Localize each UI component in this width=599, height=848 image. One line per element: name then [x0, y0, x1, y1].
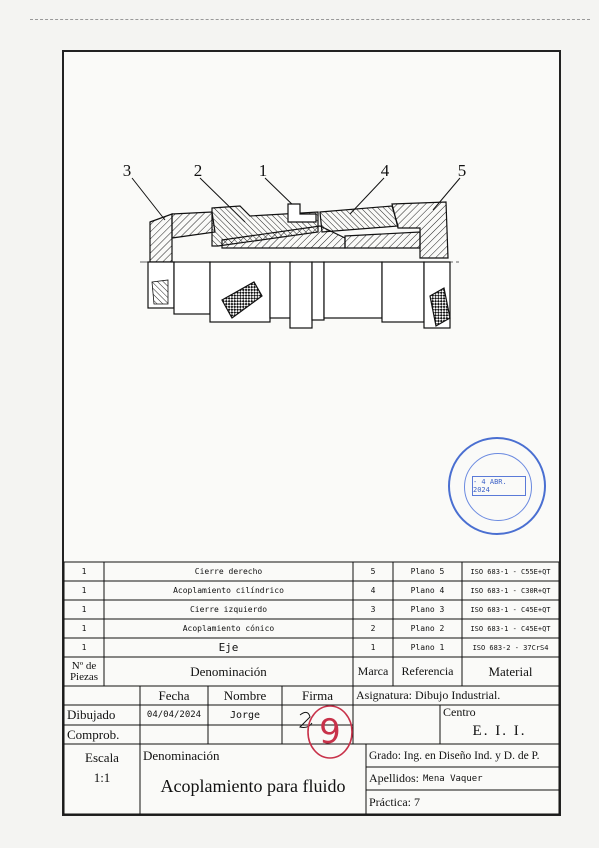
part-ref: Plano 4 [410, 586, 445, 595]
part-material: ISO 683-1 - C45E+QT [470, 624, 551, 633]
part-material: ISO 683-1 - C30R+QT [470, 586, 551, 595]
dibujado-fecha: 04/04/2024 [146, 710, 202, 720]
centro-value: E. I. I. [472, 722, 527, 739]
university-stamp: - 4 ABR. 2024 [448, 437, 546, 535]
section-view [149, 201, 449, 263]
escala-value: 1:1 [93, 770, 111, 785]
part-material: ISO 683-2 - 37CrS4 [472, 643, 549, 652]
part-ref: Plano 5 [410, 567, 445, 576]
exterior-view [147, 261, 451, 329]
apellidos-value: Mena Vaquer [423, 773, 483, 784]
signature [299, 711, 313, 728]
asignatura: Asignatura: Dibujo Industrial. [356, 688, 501, 702]
part-qty: 1 [81, 624, 87, 633]
dibujado-nombre: Jorge [229, 709, 261, 721]
header-material: Material [488, 663, 533, 679]
title-block-grid [63, 561, 560, 815]
comprob-label: Comprob. [67, 726, 120, 742]
denominacion-value: Acoplamiento para fluido [160, 775, 346, 796]
stamp-date: - 4 ABR. 2024 [472, 476, 526, 496]
firma-label: Firma [301, 687, 334, 703]
part-mark: 4 [370, 586, 376, 595]
part-material: ISO 683-1 - C45E+QT [470, 605, 551, 614]
part-ref: Plano 1 [410, 643, 445, 652]
part-qty: 1 [81, 605, 87, 614]
part-name: Acoplamiento cónico [182, 624, 275, 633]
part-name: Cierre izquierdo [189, 605, 268, 614]
part-mark: 5 [370, 567, 376, 576]
practica: Práctica: 7 [369, 794, 420, 809]
part-qty: 1 [81, 586, 87, 595]
callout-3: 3 [122, 162, 132, 180]
header-name: Denominación [190, 663, 267, 679]
dibujado-label: Dibujado [67, 707, 116, 722]
part-mark: 1 [370, 643, 376, 652]
part-name: Acoplamiento cilíndrico [173, 586, 284, 595]
fecha-label: Fecha [158, 687, 190, 703]
part-ref: Plano 2 [410, 624, 445, 633]
part-qty: 1 [81, 567, 87, 576]
grade-circle [307, 705, 353, 759]
escala-label: Escala [85, 750, 119, 765]
part-name: Eje [218, 641, 239, 654]
part-mark: 2 [370, 624, 376, 633]
stamp-inner-ring [464, 453, 532, 521]
grado: Grado: Ing. en Diseño Ind. y D. de P. [369, 749, 540, 762]
grade-mark: 9 [319, 712, 341, 752]
nombre-label: Nombre [223, 687, 267, 703]
part-name: Cierre derecho [194, 567, 263, 576]
callout-4: 4 [380, 162, 390, 180]
part-material: ISO 683-1 - C55E+QT [470, 567, 551, 576]
callout-2: 2 [193, 162, 203, 180]
part-mark: 3 [370, 605, 376, 614]
header-qty: Nº de Piezas [69, 659, 99, 683]
part-ref: Plano 3 [410, 605, 445, 614]
centro-label: Centro [443, 705, 476, 719]
denominacion-label: Denominación [143, 748, 220, 763]
header-ref: Referencia [401, 664, 454, 678]
scan-edge-line [30, 19, 590, 20]
callout-5: 5 [457, 162, 467, 180]
part-qty: 1 [81, 643, 87, 652]
callout-1: 1 [258, 162, 268, 180]
header-mark: Marca [357, 664, 389, 678]
apellidos-label: Apellidos: [369, 771, 419, 785]
drawing-sheet-frame [62, 50, 561, 816]
